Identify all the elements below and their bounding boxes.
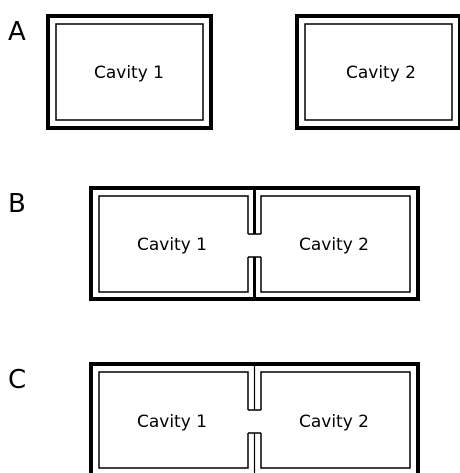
panel-b-cavity-1-inner-wall: [98, 195, 249, 293]
panel-c: C Cavity 1 Cavity 2: [8, 362, 420, 473]
cavity-1-outer-wall: [46, 14, 213, 130]
panel-b-cavity-2-label: Cavity 2: [299, 235, 369, 255]
panel-b-cavity-2-inner-wall: [260, 195, 411, 293]
panel-b-coupling-aperture: [248, 188, 261, 299]
panel-a: A Cavity 1 Cavity 2: [8, 14, 460, 130]
panel-c-coupling-aperture: [248, 364, 261, 473]
cavity-2-outer-wall: [295, 14, 460, 130]
panel-c-cavity-2-label: Cavity 2: [299, 412, 369, 432]
cavity-2-label: Cavity 2: [346, 63, 416, 83]
panel-b: B Cavity 1 Cavity 2: [8, 186, 420, 301]
panel-a-cavity-2: Cavity 2: [295, 14, 460, 130]
panel-c-label: C: [8, 365, 26, 395]
panel-b-label: B: [8, 189, 26, 219]
panel-b-cavity-1-label: Cavity 1: [137, 235, 207, 255]
panel-a-cavity-1: Cavity 1: [46, 14, 213, 130]
cavity-1-label: Cavity 1: [94, 63, 164, 83]
panel-a-label: A: [8, 17, 26, 47]
panel-c-cavity-1-inner-wall: [98, 371, 249, 469]
cavity-1-inner-wall: [55, 23, 204, 121]
cavity-2-inner-wall: [304, 23, 453, 121]
panel-c-cavity-2-inner-wall: [260, 371, 411, 469]
panel-c-cavity-1-label: Cavity 1: [137, 412, 207, 432]
